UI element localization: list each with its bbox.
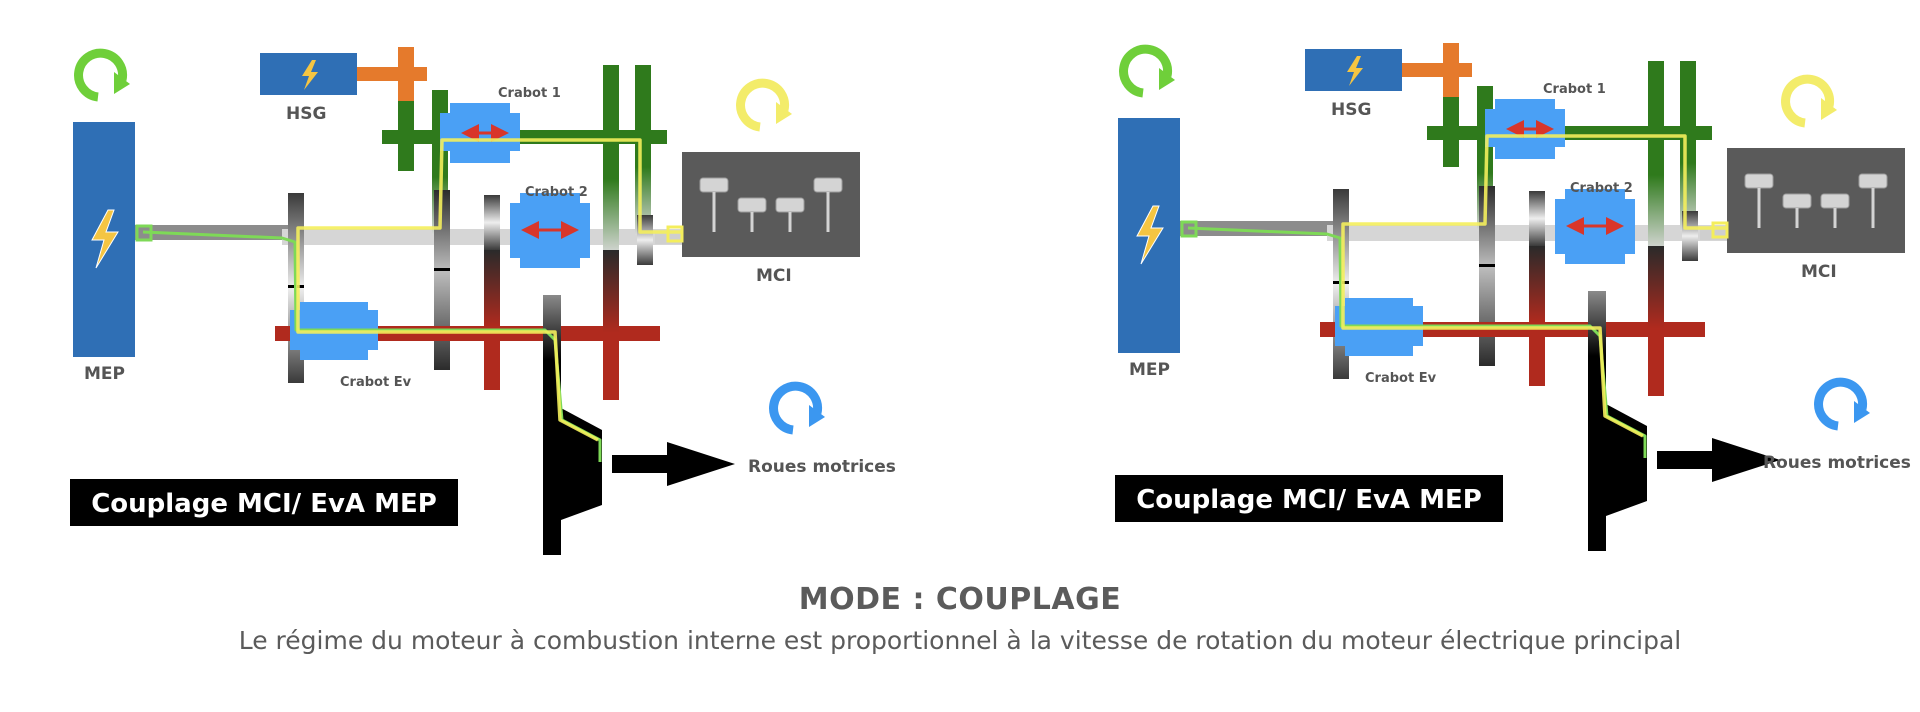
label-mci: MCI xyxy=(1801,262,1837,282)
label-crabot-2: Crabot 2 xyxy=(525,185,588,200)
label-mep: MEP xyxy=(84,364,125,384)
caption: MODE : COUPLAGE Le régime du moteur à co… xyxy=(0,580,1920,658)
mode-description: Le régime du moteur à combustion interne… xyxy=(238,626,1682,655)
mode-title: MODE : COUPLAGE xyxy=(798,582,1122,617)
label-hsg: HSG xyxy=(286,104,326,124)
label-hsg: HSG xyxy=(1331,100,1371,120)
label-wheels: Roues motrices xyxy=(748,457,896,477)
panel-right: MEP HSG Crabot 1 Crabot 2 Crabot Ev MCI … xyxy=(1115,43,1911,551)
mode-banner: Couplage MCI/ EvA MEP xyxy=(91,489,437,519)
panel-left: MEP HSG Crabot 1 Crabot 2 Crabot Ev MCI … xyxy=(70,47,896,555)
label-crabot-ev: Crabot Ev xyxy=(340,375,412,390)
label-mci: MCI xyxy=(756,266,792,286)
label-mep: MEP xyxy=(1129,360,1170,380)
panel-right-art xyxy=(1115,43,1905,551)
label-wheels: Roues motrices xyxy=(1763,453,1911,473)
label-crabot-1: Crabot 1 xyxy=(498,86,561,101)
label-crabot-2: Crabot 2 xyxy=(1570,181,1633,196)
panel-left-art xyxy=(70,47,860,555)
label-crabot-ev: Crabot Ev xyxy=(1365,371,1437,386)
label-crabot-1: Crabot 1 xyxy=(1543,82,1606,97)
mode-banner: Couplage MCI/ EvA MEP xyxy=(1136,485,1482,515)
